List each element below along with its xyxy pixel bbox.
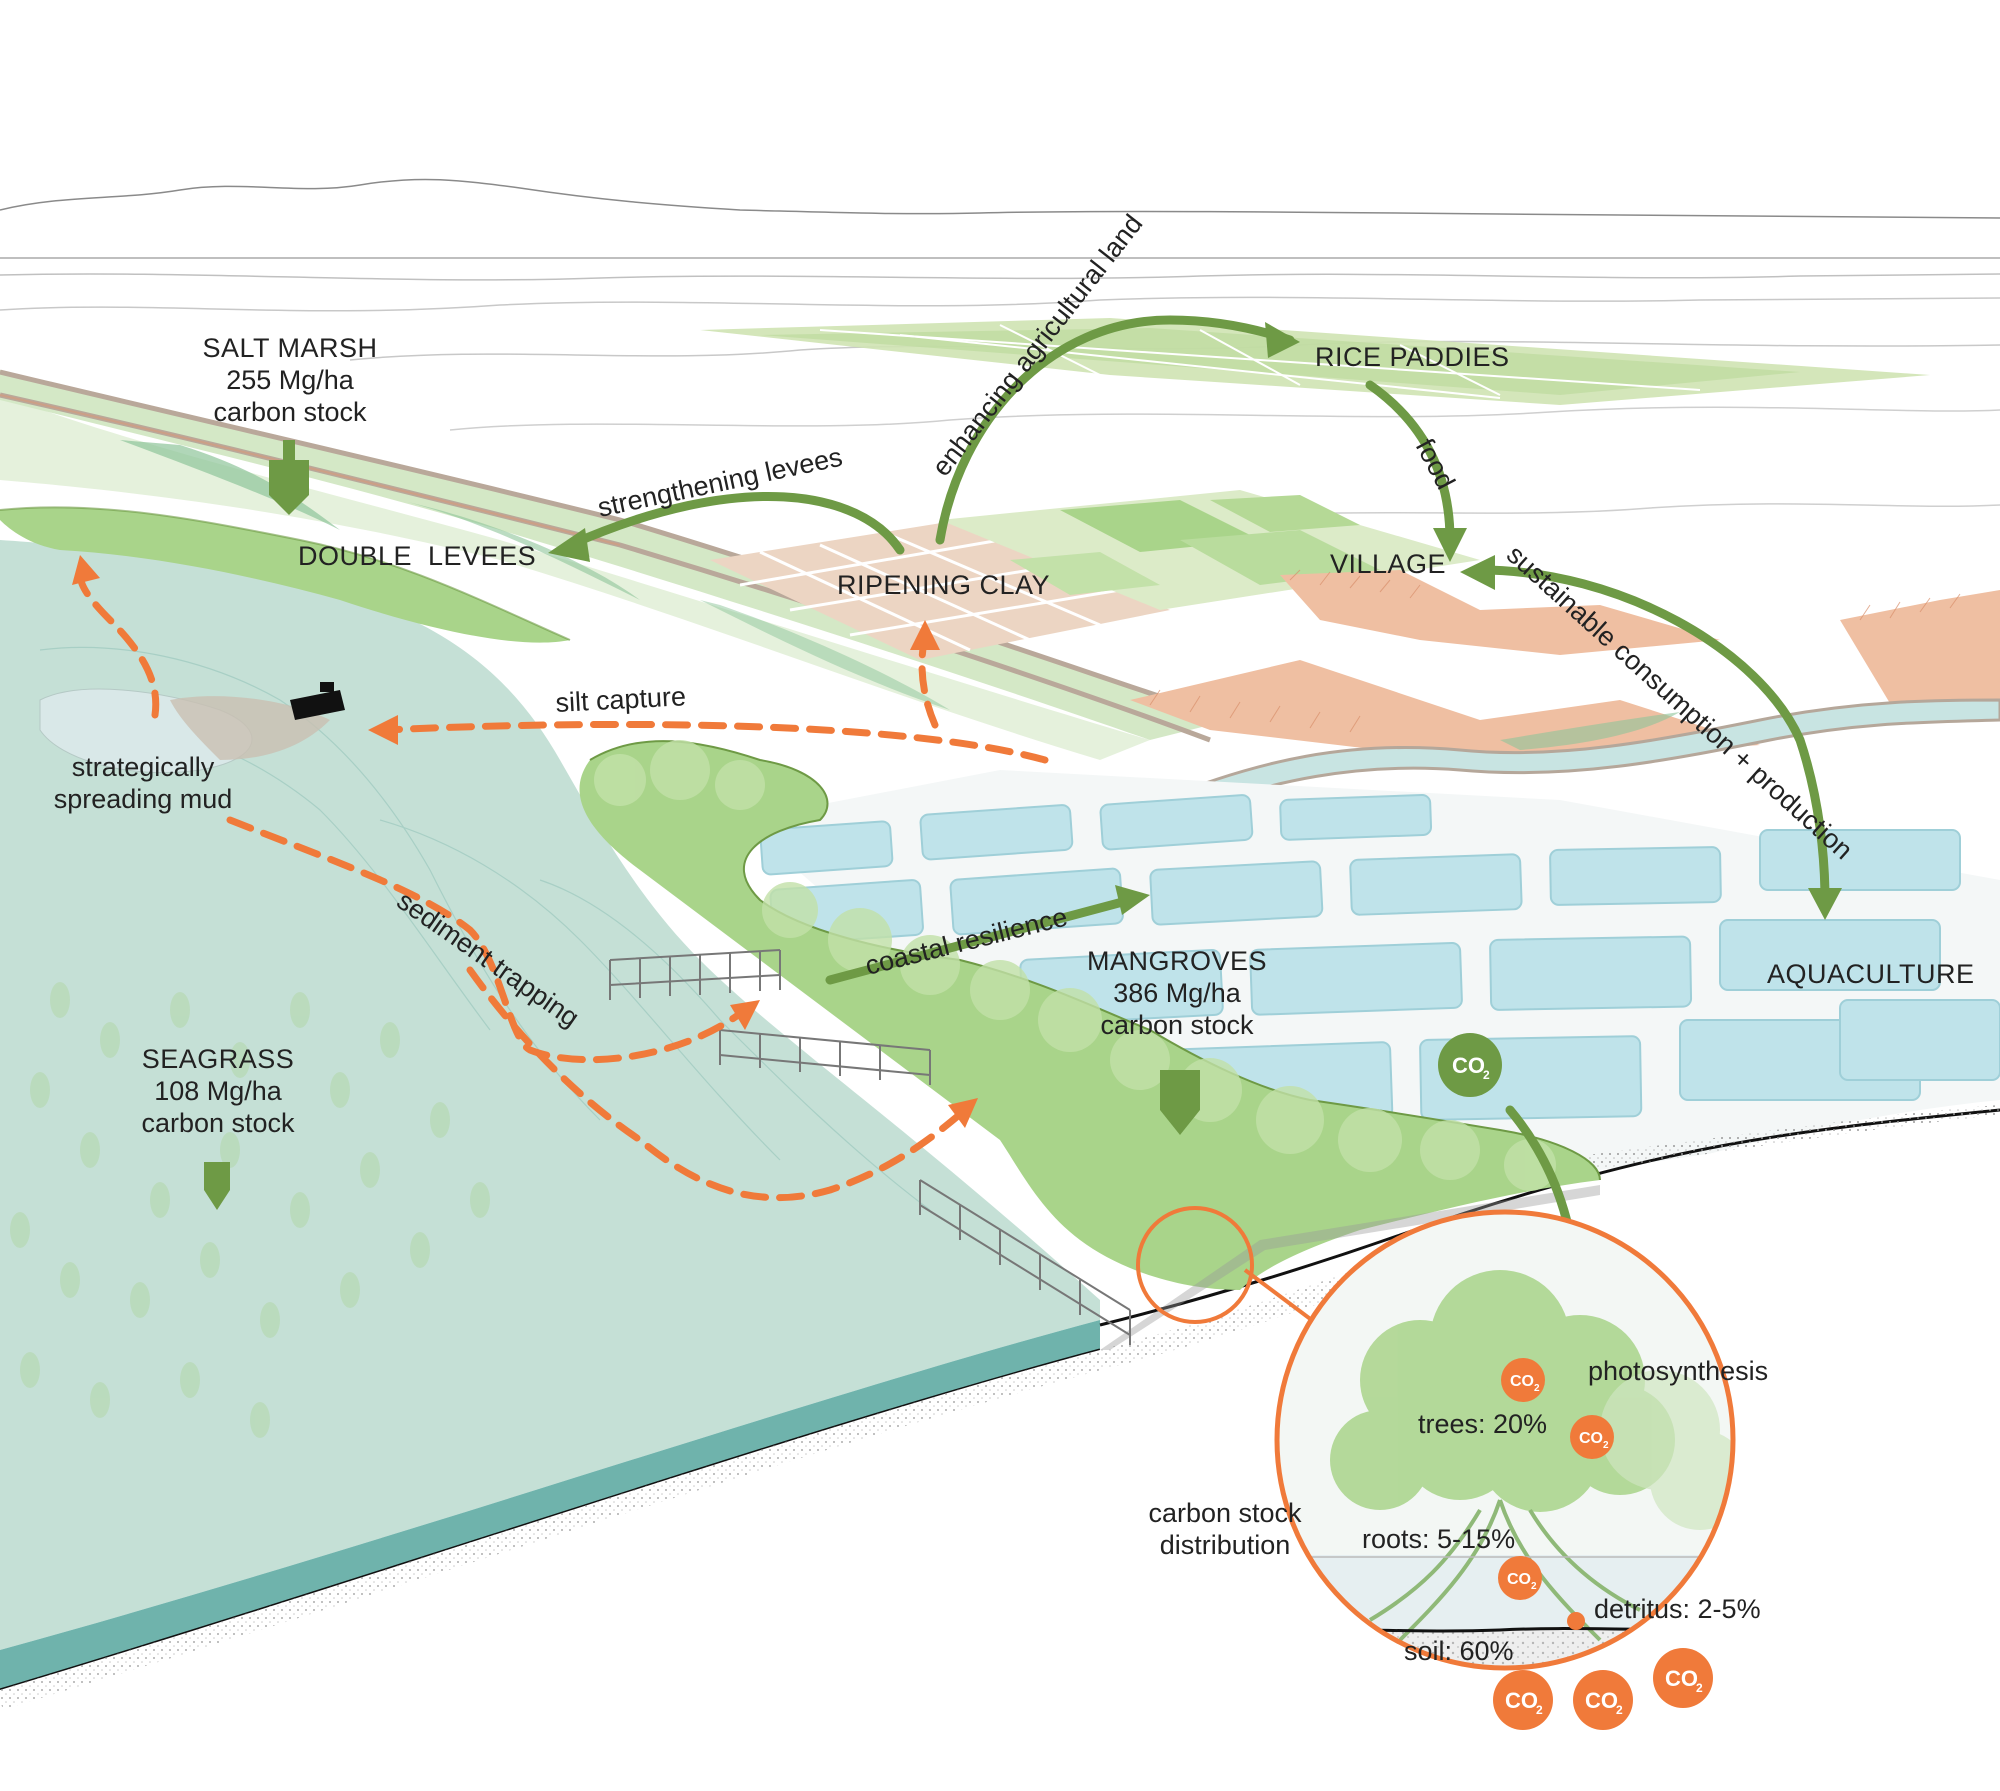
- zoom-callout: [1136, 1206, 1736, 1671]
- double-levees-label: DOUBLE LEVEES: [298, 541, 536, 571]
- co2-atmosphere-badge: CO 2: [1438, 1033, 1502, 1097]
- roots-label: roots: 5-15%: [1362, 1524, 1515, 1554]
- strengthening-levees-label: strengthening levees: [595, 442, 845, 523]
- svg-text:CO: CO: [1507, 1571, 1531, 1588]
- svg-text:2: 2: [1696, 1681, 1703, 1695]
- food-label: food: [1410, 434, 1461, 494]
- co2-tree-badge-2: CO 2: [1570, 1415, 1614, 1459]
- mangroves-sub: carbon stock: [1100, 1010, 1254, 1040]
- rice-paddies-label: RICE PADDIES: [1315, 342, 1510, 372]
- sediment-fences: [609, 949, 1131, 1345]
- mangroves-value: 386 Mg/ha: [1113, 978, 1242, 1008]
- trees-label: trees: 20%: [1418, 1409, 1547, 1439]
- seagrass-down-arrow: [204, 1162, 230, 1210]
- svg-text:CO: CO: [1579, 1430, 1603, 1447]
- svg-text:2: 2: [1483, 1068, 1490, 1082]
- orange-arrowheads: [72, 555, 978, 1128]
- svg-text:CO: CO: [1585, 1688, 1618, 1713]
- aquaculture-ponds: [740, 770, 2000, 1170]
- svg-text:2: 2: [1616, 1703, 1623, 1717]
- seagrass-sub: carbon stock: [141, 1108, 295, 1138]
- salt-marsh-down-arrow: [269, 460, 309, 515]
- seagrass-value: 108 Mg/ha: [154, 1076, 283, 1106]
- marsh-vegetation: [0, 506, 571, 643]
- dredging-ship: [290, 682, 345, 720]
- detritus-label: detritus: 2-5%: [1594, 1594, 1761, 1624]
- salt-marsh-title: SALT MARSH: [202, 333, 377, 363]
- svg-text:2: 2: [1534, 1383, 1540, 1394]
- svg-text:2: 2: [1536, 1703, 1543, 1717]
- svg-text:CO: CO: [1665, 1666, 1698, 1691]
- co2-badges: CO 2 CO 2 CO 2 CO 2 CO 2 CO 2: [1438, 1033, 1713, 1730]
- rice-paddies-fields: [700, 318, 1930, 405]
- green-arrowheads: [204, 322, 1842, 1360]
- mangrove-down-arrow: [1160, 1070, 1200, 1135]
- carbon-dist-label-1: carbon stock: [1148, 1498, 1302, 1528]
- co2-soil-badge-2: CO 2: [1573, 1670, 1633, 1730]
- seagrass-title: SEAGRASS: [142, 1044, 295, 1074]
- svg-text:2: 2: [1603, 1440, 1609, 1451]
- svg-text:CO: CO: [1510, 1373, 1534, 1390]
- ripening-clay-label: RIPENING CLAY: [837, 570, 1050, 600]
- co2-tree-badge-1: CO 2: [1501, 1358, 1545, 1402]
- village-label: VILLAGE: [1330, 549, 1446, 579]
- salt-marsh-sub: carbon stock: [213, 397, 367, 427]
- spreading-mud-label-2: spreading mud: [54, 784, 233, 814]
- spreading-mud-label-1: strategically: [72, 752, 215, 782]
- mangroves-title: MANGROVES: [1087, 946, 1267, 976]
- co2-root-badge: CO 2: [1498, 1556, 1542, 1600]
- carbon-dist-label-2: distribution: [1160, 1530, 1291, 1560]
- soil-label: soil: 60%: [1404, 1636, 1514, 1666]
- svg-text:CO: CO: [1505, 1688, 1538, 1713]
- detritus-dot: [1567, 1612, 1585, 1630]
- ripening-clay-grid: [710, 490, 1480, 660]
- silt-capture-label: silt capture: [555, 681, 687, 718]
- aquaculture-label: AQUACULTURE: [1767, 959, 1975, 989]
- photosynthesis-label: photosynthesis: [1588, 1356, 1768, 1386]
- svg-text:CO: CO: [1452, 1053, 1485, 1078]
- salt-marsh-value: 255 Mg/ha: [226, 365, 355, 395]
- svg-text:2: 2: [1531, 1581, 1537, 1592]
- co2-soil-badge-3: CO 2: [1653, 1648, 1713, 1708]
- co2-soil-badge-1: CO 2: [1493, 1670, 1553, 1730]
